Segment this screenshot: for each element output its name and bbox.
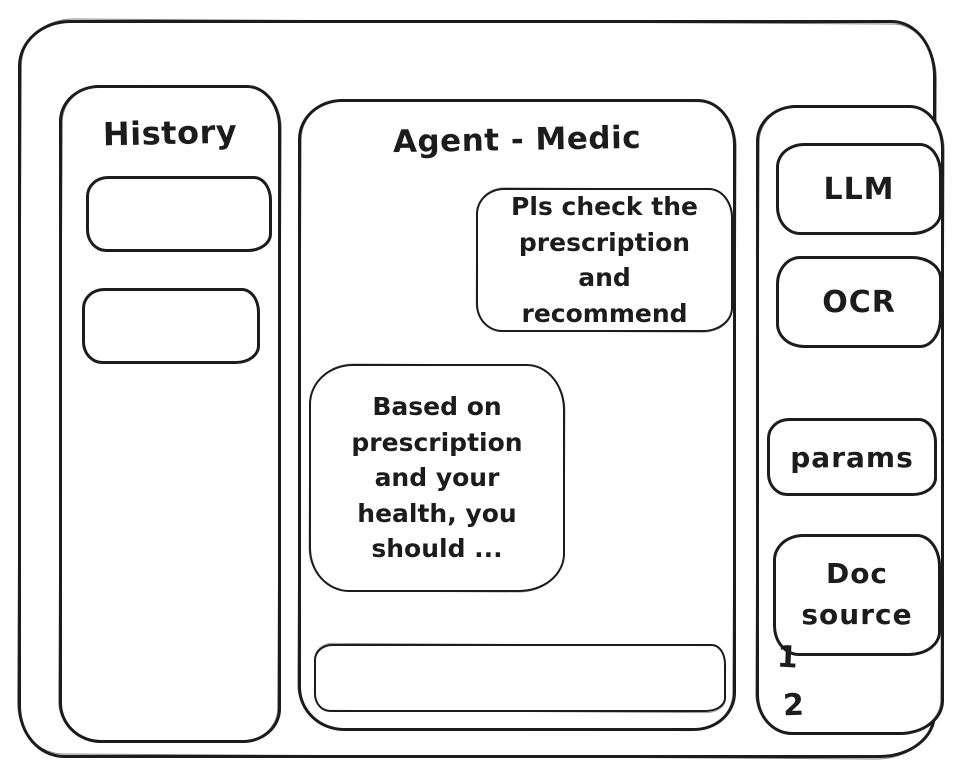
message-input[interactable] — [326, 650, 714, 706]
params-button[interactable]: params — [767, 418, 937, 496]
llm-button[interactable]: LLM — [776, 143, 942, 235]
chat-panel: Agent - Medic Pls check the prescription… — [298, 99, 736, 731]
ocr-button[interactable]: OCR — [776, 256, 942, 348]
history-title: History — [102, 112, 238, 154]
doc-source-item[interactable]: 2 — [782, 687, 805, 724]
agent-message-bubble: Based on prescription and your health, y… — [309, 364, 565, 592]
history-item[interactable] — [86, 176, 272, 252]
tools-panel: LLM OCR params Doc source 1 2 — [756, 105, 944, 735]
doc-source-item[interactable]: 1 — [776, 639, 799, 676]
app-frame: History Agent - Medic Pls check the pres… — [18, 20, 944, 758]
history-item[interactable] — [82, 288, 260, 364]
message-input-box — [314, 644, 726, 712]
doc-source-button[interactable]: Doc source — [773, 534, 941, 656]
chat-title: Agent - Medic — [392, 119, 642, 161]
history-panel: History — [59, 85, 281, 743]
user-message-bubble: Pls check the prescription and recommend — [476, 188, 733, 332]
